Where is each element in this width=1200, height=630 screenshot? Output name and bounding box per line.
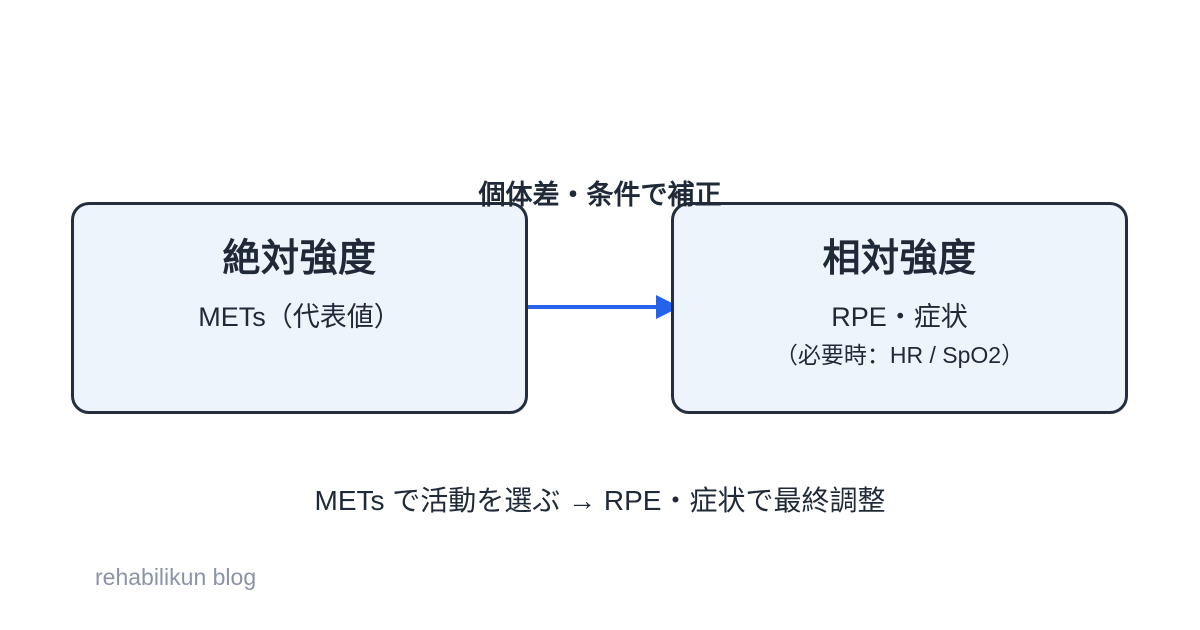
- box-note-relative: （必要時：HR / SpO2）: [774, 342, 1025, 369]
- box-subtitle-absolute: METs（代表値）: [198, 301, 401, 332]
- footer-watermark: rehabilikun blog: [95, 564, 257, 590]
- concept-box-relative-intensity[interactable]: 相対強度 RPE・症状 （必要時：HR / SpO2）: [671, 202, 1128, 414]
- box-title-relative: 相対強度: [822, 238, 977, 280]
- box-subtitle-relative: RPE・症状: [831, 301, 968, 332]
- concept-box-absolute-intensity[interactable]: 絶対強度 METs（代表値）: [71, 202, 528, 414]
- box-title-absolute: 絶対強度: [222, 238, 377, 280]
- flow-arrow-icon: [524, 295, 680, 319]
- diagram-caption: METs で活動を選ぶ → RPE・症状で最終調整: [314, 485, 886, 516]
